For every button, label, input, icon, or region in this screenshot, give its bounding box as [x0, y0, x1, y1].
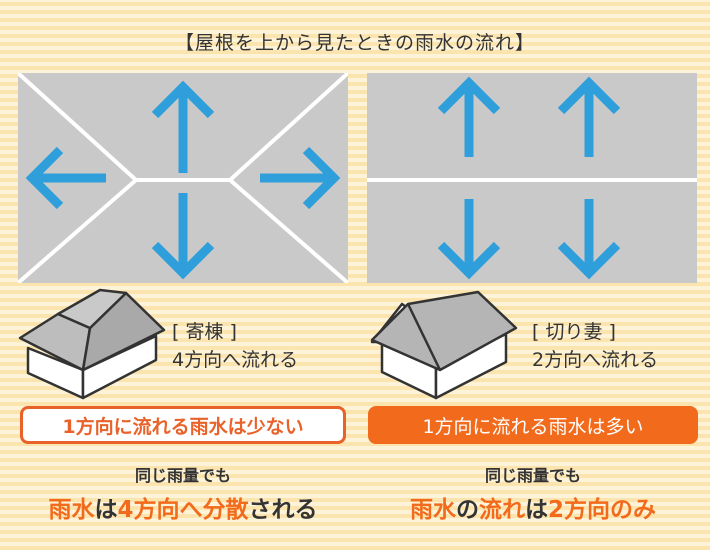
arrow-down-icon	[437, 199, 501, 280]
arrow-up-icon	[557, 76, 621, 157]
hip-roof-label: [ 寄棟 ] 4方向へ流れる	[172, 318, 298, 374]
more-water-callout: 1方向に流れる雨水は多い	[368, 406, 698, 444]
gable-roof-top-view	[367, 73, 697, 283]
same-rainfall-text: 同じ雨量でも	[484, 466, 581, 485]
conclusion-part: 2方向のみ	[547, 497, 656, 523]
diagram-title: 【屋根を上から見たときの雨水の流れ】	[174, 32, 535, 54]
hip-roof-house-illustration	[18, 288, 166, 400]
gable-roof-label: [ 切り妻 ] 2方向へ流れる	[532, 318, 658, 374]
conclusion-part: 4方向へ分散	[117, 497, 249, 523]
arrow-down-icon	[151, 193, 215, 280]
arrow-left-icon	[25, 146, 106, 210]
conclusion-part: 流れ	[478, 497, 525, 523]
roof-ridge-lines	[18, 73, 348, 283]
hip-roof-top-view	[18, 73, 348, 283]
gable-conclusion: 雨水の流れは2方向のみ	[368, 490, 698, 524]
gable-roof-house-illustration	[370, 290, 518, 400]
arrow-down-icon	[557, 199, 621, 280]
roof-type-hip: [ 寄棟 ]	[172, 321, 237, 343]
conclusion-part: の	[455, 497, 479, 523]
conclusion-part: 雨水	[48, 497, 95, 523]
conclusion-part: は	[94, 497, 118, 523]
arrow-up-icon	[437, 76, 501, 157]
conclusion-part: される	[248, 497, 318, 523]
conclusion-part: 雨水	[409, 497, 456, 523]
arrow-up-icon	[151, 80, 215, 173]
flow-direction-text: 4方向へ流れる	[172, 349, 299, 371]
hip-conclusion: 雨水は4方向へ分散される	[20, 490, 346, 524]
roof-type-gable: [ 切り妻 ]	[532, 321, 616, 343]
conclusion-part: は	[524, 497, 548, 523]
same-rainfall-text: 同じ雨量でも	[134, 466, 231, 485]
arrow-right-icon	[260, 146, 341, 210]
flow-direction-text: 2方向へ流れる	[532, 349, 659, 371]
less-water-callout: 1方向に流れる雨水は少ない	[20, 406, 346, 444]
